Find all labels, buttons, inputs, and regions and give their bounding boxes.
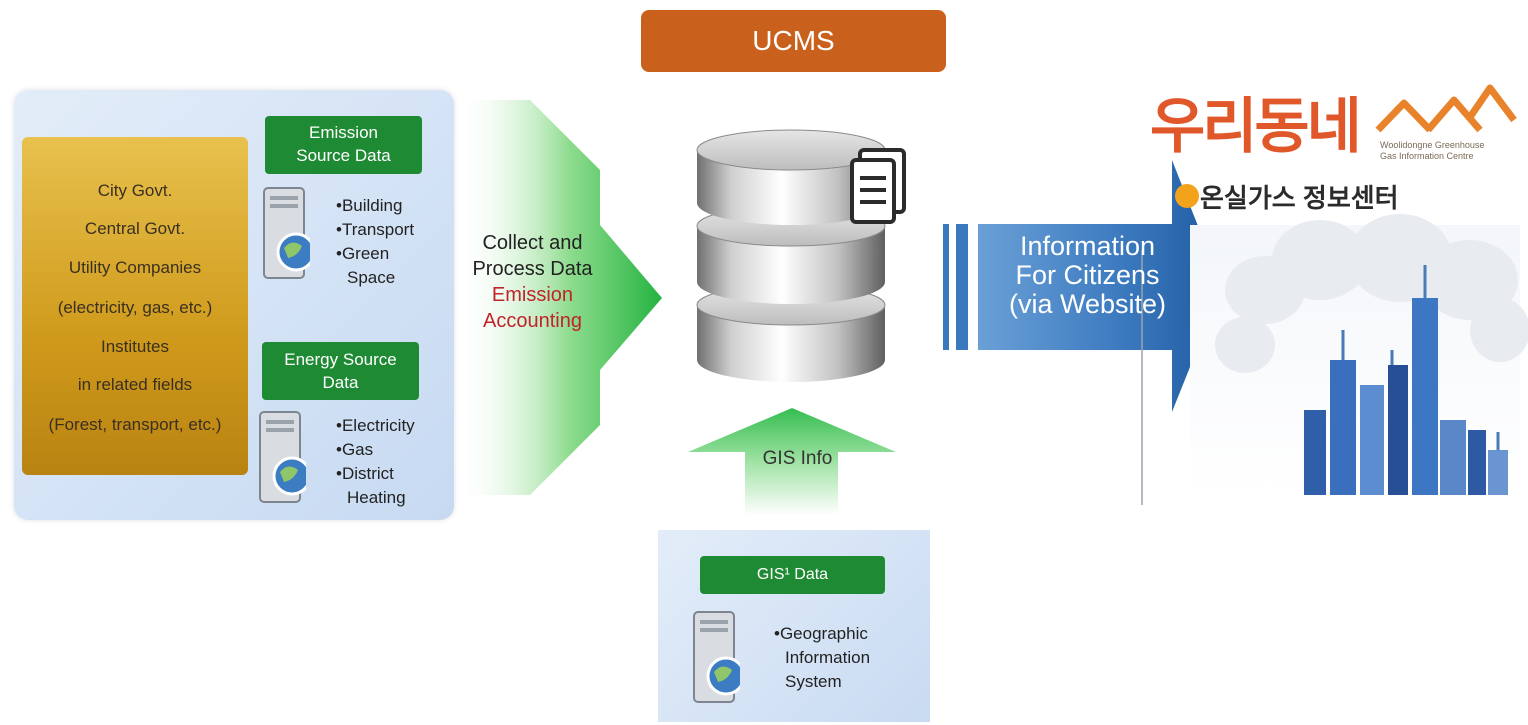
city-buildings xyxy=(1304,298,1508,495)
data-providers-box: City Govt. Central Govt. Utility Compani… xyxy=(22,137,248,475)
energy-item-text: Gas xyxy=(341,440,374,459)
logo-center-text: 온실가스 정보센터 xyxy=(1200,183,1399,213)
gis-data-label: GIS¹ Data xyxy=(700,556,885,594)
energy-source-label: Energy Source Data xyxy=(262,342,419,400)
process-line: Process Data xyxy=(472,258,593,280)
energy-item-text: Heating xyxy=(347,488,406,507)
emission-label-line: Emission xyxy=(309,123,378,142)
output-line: For Citizens xyxy=(1015,260,1160,290)
accounting-line: Accounting xyxy=(483,310,582,332)
logo-sub-line: Gas Information Centre xyxy=(1380,151,1474,161)
provider-line: (electricity, gas, etc.) xyxy=(57,298,213,317)
blue-stripe-1 xyxy=(943,224,949,350)
logo-roofs-icon xyxy=(1375,84,1517,133)
gis-items: •Geographic Information System xyxy=(774,622,870,694)
energy-item-text: District xyxy=(341,464,394,483)
logo-sub-line: Woolidongne Greenhouse xyxy=(1380,140,1485,150)
energy-item: •District xyxy=(336,464,394,483)
logo-subtitle: Woolidongne Greenhouse Gas Information C… xyxy=(1380,140,1510,162)
server-icon xyxy=(693,611,740,703)
provider-line: Utility Companies xyxy=(68,258,202,277)
energy-item: •Electricity xyxy=(336,416,415,435)
emission-item-text: Space xyxy=(347,268,396,287)
logo-brand-text: 우리동네 xyxy=(1150,93,1362,160)
gis-info-label: GIS Info xyxy=(762,448,833,469)
process-line: Collect and xyxy=(482,232,583,254)
collect-process-text: Collect and Process Data Emission Accoun… xyxy=(455,230,610,334)
gis-item-text: Geographic xyxy=(779,624,868,643)
gis-item: •Geographic xyxy=(774,624,868,643)
emission-item-text: Green xyxy=(341,244,390,263)
blue-stripe-2 xyxy=(956,224,968,350)
emission-item-text: Building xyxy=(341,196,403,215)
energy-item: •Gas xyxy=(336,440,374,459)
gis-item-text: System xyxy=(785,672,842,691)
energy-item-text: Electricity xyxy=(341,416,415,435)
accounting-line: Emission xyxy=(491,284,574,306)
collect-arrow xyxy=(455,100,662,495)
wind-turbines xyxy=(1341,265,1500,450)
citizens-arrow xyxy=(978,160,1222,412)
emission-item: •Transport xyxy=(336,220,415,239)
provider-line: Central Govt. xyxy=(84,219,186,238)
database-icon xyxy=(696,129,886,382)
gis-up-arrow xyxy=(688,408,896,515)
energy-label-line: Energy Source xyxy=(284,350,397,369)
emission-items: •Building •Transport •Green Space xyxy=(336,194,414,290)
energy-label-line: Data xyxy=(322,373,359,392)
output-line: Information xyxy=(1019,231,1156,261)
energy-items: •Electricity •Gas •District Heating xyxy=(336,414,415,510)
provider-line: Institutes xyxy=(100,337,170,356)
gis-item-text: Information xyxy=(785,648,871,667)
server-icon xyxy=(259,411,306,503)
provider-line: (Forest, transport, etc.) xyxy=(48,415,222,434)
emission-item-text: Transport xyxy=(341,220,415,239)
server-icon xyxy=(263,187,310,279)
output-line: (via Website) xyxy=(1008,289,1167,319)
emission-label-line: Source Data xyxy=(296,146,391,165)
clouds xyxy=(1215,214,1528,373)
ucms-header: UCMS xyxy=(641,10,946,72)
citizens-info-text: Information For Citizens (via Website) xyxy=(990,232,1185,319)
emission-item: •Green xyxy=(336,244,390,263)
provider-line: City Govt. xyxy=(97,181,173,200)
logo-dot-icon xyxy=(1175,184,1199,208)
emission-item: •Building xyxy=(336,196,403,215)
emission-source-label: Emission Source Data xyxy=(265,116,422,174)
provider-line: in related fields xyxy=(77,375,193,394)
document-icon xyxy=(850,148,906,224)
